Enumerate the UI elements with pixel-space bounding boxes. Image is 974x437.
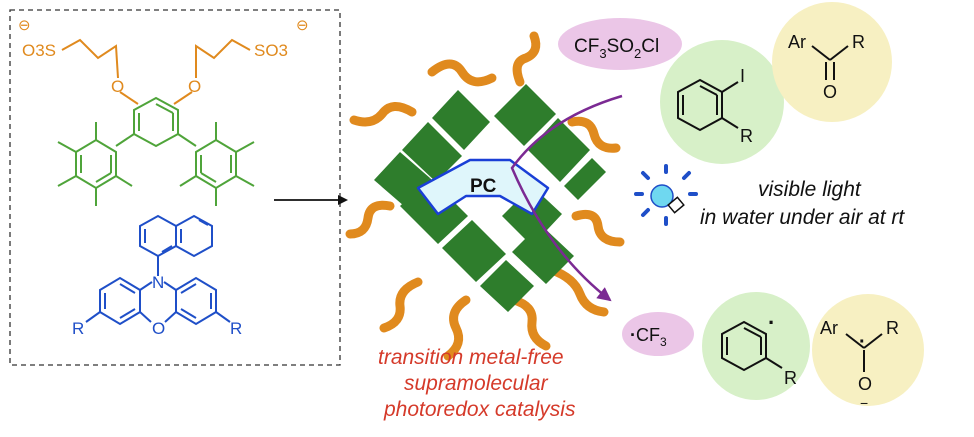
caption-line-3: photoredox catalysis xyxy=(383,398,576,421)
molecule-box xyxy=(9,9,341,366)
iodine-label: I xyxy=(740,66,745,86)
aryl-r-label: R xyxy=(740,126,753,146)
ketone-ar-label: Ar xyxy=(788,32,806,52)
ketyl-radical-bubble xyxy=(812,294,924,406)
cf3so2cl-label: CF3SO2Cl xyxy=(574,36,659,61)
pc-label: PC xyxy=(470,176,497,197)
ketyl-dot: · xyxy=(859,331,866,353)
charge-right: ⊖ xyxy=(296,17,309,34)
cf3so2cl-bubble xyxy=(558,18,682,70)
ketone-r-label: R xyxy=(852,32,865,52)
ether-oxygen-right: O xyxy=(188,77,201,96)
light-bulb-icon xyxy=(634,164,698,226)
sulfonate-arms xyxy=(61,38,251,105)
aryl-radical-r: R xyxy=(784,368,797,388)
aryl-iodide-structure xyxy=(677,78,739,132)
sulfonate-right-label: SO3 xyxy=(254,41,288,60)
cf3-radical-label: ·CF3 xyxy=(630,325,667,349)
ether-oxygen-left: O xyxy=(111,77,124,96)
orange-chains xyxy=(345,31,625,361)
ketyl-minus: − xyxy=(860,395,868,411)
cage-panels xyxy=(374,84,606,312)
ketone-structure xyxy=(811,45,849,80)
condition-line-2: in water under air at rt xyxy=(700,206,905,229)
ketone-bubble xyxy=(772,2,892,122)
catalytic-arrow xyxy=(510,94,623,302)
aryl-radical-bubble xyxy=(702,292,810,400)
condition-line-1: visible light xyxy=(758,178,862,201)
caption-line-1: transition metal-free xyxy=(378,346,564,369)
ketyl-r-label: R xyxy=(886,318,899,338)
nitrogen-label: N xyxy=(152,273,164,292)
sulfonate-left-label: O3S xyxy=(22,41,56,60)
phenoxazine-structure xyxy=(85,214,231,326)
green-framework xyxy=(57,96,255,206)
ketone-o-label: O xyxy=(823,82,837,102)
cf3-radical-bubble xyxy=(622,312,694,356)
ketyl-o-label: O xyxy=(858,374,872,394)
caption-line-2: supramolecular xyxy=(404,372,549,395)
ketyl-radical-structure xyxy=(845,333,883,372)
ketyl-ar-label: Ar xyxy=(820,318,838,338)
ring-oxygen-label: O xyxy=(152,319,165,338)
aryl-radical-structure xyxy=(721,320,783,372)
r-left-label: R xyxy=(72,319,84,338)
aryl-radical-dot: · xyxy=(768,310,775,335)
r-right-label: R xyxy=(230,319,242,338)
charge-left: ⊖ xyxy=(18,17,31,34)
